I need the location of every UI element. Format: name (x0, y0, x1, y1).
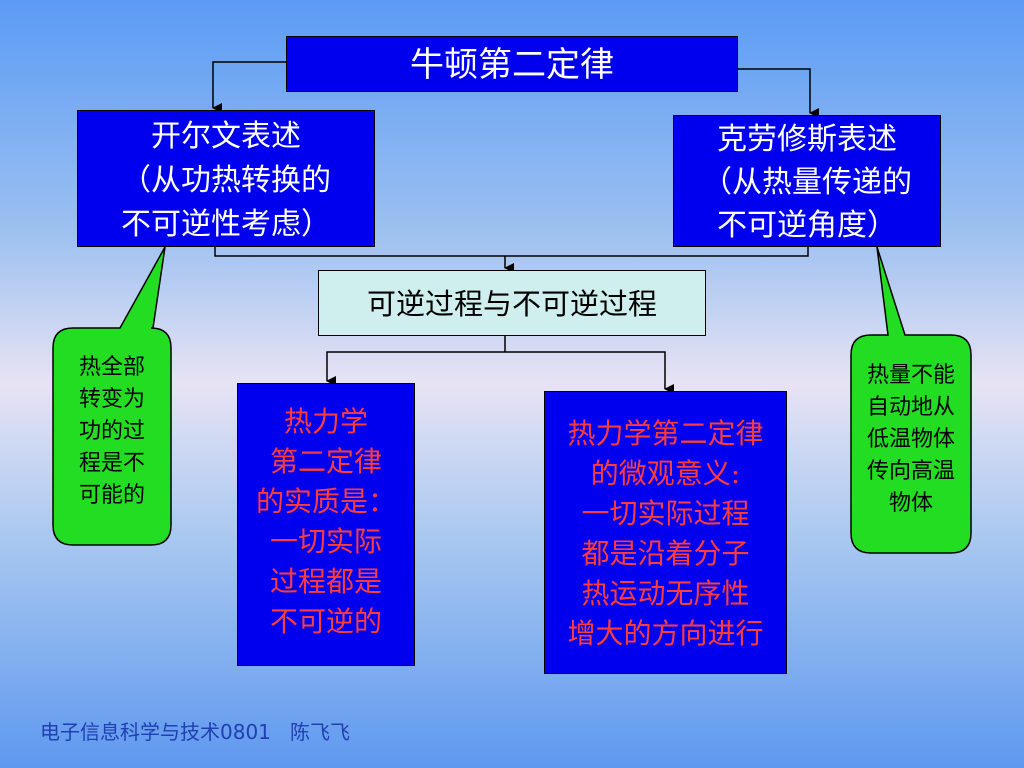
connector-to-process (214, 247, 809, 257)
kelvin-statement-box: 开尔文表述 （从功热转换的 不可逆性考虑） (77, 110, 375, 247)
newton-second-law-title: 牛顿第二定律 (286, 36, 738, 92)
footer-credit: 电子信息科学与技术0801 陈飞飞 (40, 720, 350, 744)
reversible-process-box: 可逆过程与不可逆过程 (318, 270, 706, 336)
connector-to-micro (505, 351, 674, 394)
callout-right-text: 热量不能 自动地从 低温物体 传向高温 物体 (866, 363, 955, 516)
callout-left-shape (52, 246, 172, 546)
connector-title-right (738, 68, 819, 118)
microscopic-meaning-box: 热力学第二定律 的微观意义: 一切实际过程 都是沿着分子 热运动无序性 增大的方… (544, 391, 787, 674)
callout-right-shape (850, 246, 972, 554)
callout-left-text: 热全部 转变为 功的过 程是不 可能的 (78, 355, 145, 508)
connector-title-left (212, 61, 286, 113)
connector-to-essence (326, 351, 505, 386)
essence-box: 热力学 第二定律 的实质是： 一切实际 过程都是 不可逆的 (237, 383, 415, 666)
clausius-statement-box: 克劳修斯表述 （从热量传递的 不可逆角度） (673, 115, 941, 247)
